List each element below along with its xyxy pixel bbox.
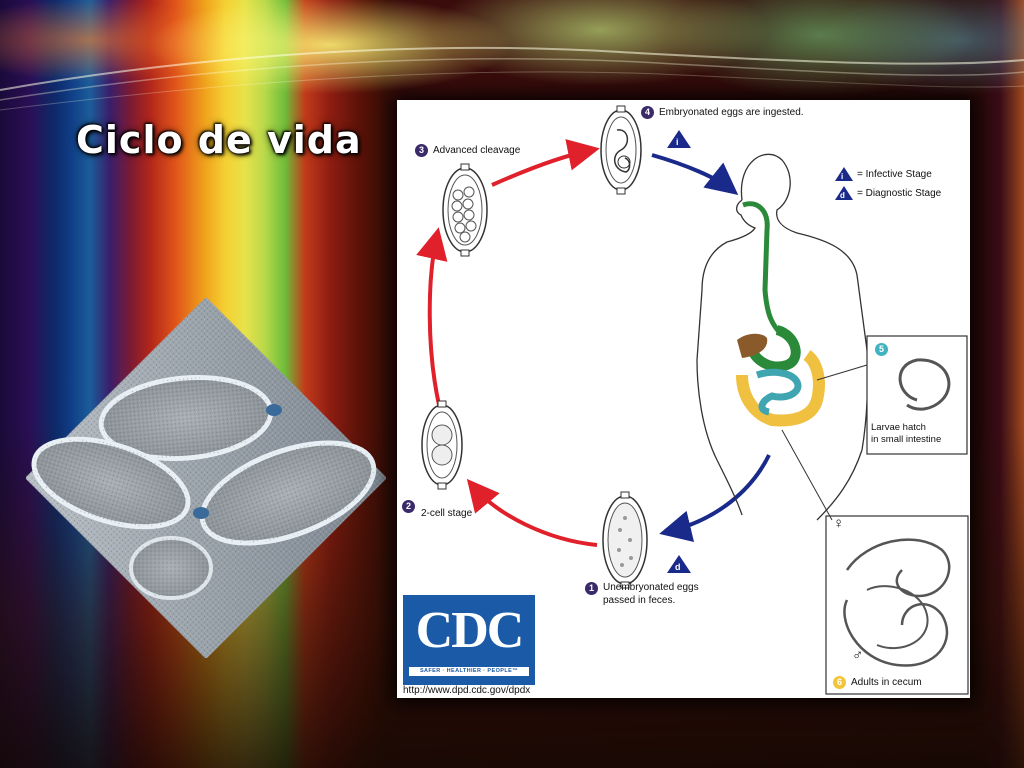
cdc-logo-text: CDC bbox=[415, 602, 525, 659]
stage-6-label: Adults in cecum bbox=[851, 677, 922, 688]
life-cycle-graphics bbox=[416, 105, 969, 695]
male-symbol: ♂ bbox=[852, 647, 864, 664]
legend-diagnostic-triangle bbox=[835, 186, 853, 200]
arrow-host-to-1 bbox=[659, 454, 771, 542]
arrow-1-to-2 bbox=[466, 478, 598, 547]
source-url[interactable]: http://www.dpd.cdc.gov/dpdx bbox=[403, 685, 531, 696]
stage-5-label-line1: Larvae hatch bbox=[871, 422, 926, 433]
egg-stage-3 bbox=[442, 163, 488, 257]
legend-diagnostic-symbol: d bbox=[840, 191, 845, 200]
egg-micrograph-photo bbox=[24, 296, 388, 660]
arrow-3-to-4 bbox=[491, 139, 600, 187]
decorative-swoosh bbox=[0, 46, 1024, 111]
digestive-tract bbox=[736, 201, 825, 427]
legend-diagnostic-label: = Diagnostic Stage bbox=[857, 188, 942, 199]
stage-5-badge: 5 bbox=[875, 343, 888, 356]
diagnostic-marker bbox=[667, 555, 691, 573]
infective-marker-letter: i bbox=[676, 137, 679, 147]
egg-stage-4 bbox=[600, 105, 642, 195]
legend-infective-label: = Infective Stage bbox=[857, 169, 932, 180]
larva-box bbox=[866, 335, 968, 455]
female-symbol: ♀ bbox=[833, 515, 845, 532]
background-glow bbox=[0, 0, 1024, 110]
stage-1-label-line1: Unembryonated eggs bbox=[603, 582, 699, 593]
stage-4-label: Embryonated eggs are ingested. bbox=[659, 107, 804, 118]
stage-2-badge: 2 bbox=[402, 500, 415, 513]
stage-1-label-line2: passed in feces. bbox=[603, 595, 676, 606]
stage-6-badge: 6 bbox=[833, 676, 846, 689]
slide-title: Ciclo de vida bbox=[76, 118, 362, 162]
stage-5-label-line2: in small intestine bbox=[871, 434, 942, 445]
life-cycle-diagram: 4 Embryonated eggs are ingested. 3 Advan… bbox=[397, 100, 970, 698]
egg-stage-1 bbox=[602, 491, 648, 589]
stage-2-label: 2-cell stage bbox=[421, 508, 473, 519]
infective-marker bbox=[667, 130, 691, 148]
diagnostic-marker-letter: d bbox=[675, 562, 681, 572]
arrow-4-to-host bbox=[651, 153, 739, 195]
legend-infective-symbol: i bbox=[841, 172, 844, 181]
legend-infective-triangle bbox=[835, 167, 853, 181]
stage-1-badge: 1 bbox=[585, 582, 598, 595]
cdc-logo: CDC SAFER · HEALTHIER · PEOPLE™ bbox=[403, 595, 535, 685]
stage-3-badge: 3 bbox=[415, 144, 428, 157]
egg-stage-2 bbox=[421, 400, 463, 490]
stage-3-label: Advanced cleavage bbox=[433, 145, 521, 156]
cdc-tagline: SAFER · HEALTHIER · PEOPLE™ bbox=[409, 667, 529, 676]
stage-4-badge: 4 bbox=[641, 106, 654, 119]
arrow-2-to-3 bbox=[416, 227, 448, 406]
adult-worms-box bbox=[825, 515, 969, 695]
